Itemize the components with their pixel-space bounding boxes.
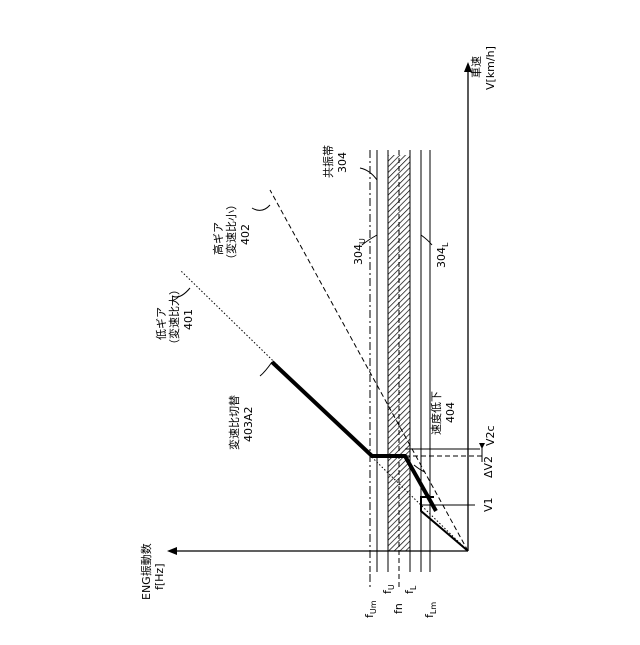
svg-text:fU: fU [381,584,396,594]
svg-text:fUm: fUm [363,600,378,618]
band-label-group: 共振帯 304 [321,145,349,178]
v1-label-group: V1 [482,497,495,512]
high-gear-ref: 402 [239,224,252,245]
high-gear-line [270,190,468,551]
high-gear-sub: （変速比小） [224,199,238,265]
svg-text:fn: fn [392,603,405,614]
frequency-axis-unit: f[Hz] [153,563,166,590]
band-label: 共振帯 [321,145,335,178]
leader-304 [360,168,377,180]
frequency-axis-label-group: ENG振動数 f[Hz] [139,543,166,600]
speed-axis-unit: V[km/h] [484,46,497,90]
freq-label-fUm: fUm [363,600,378,618]
freq-label-fn: fn [392,603,405,614]
low-gear-ref: 401 [182,309,195,330]
leader-402 [252,205,270,210]
switch-label: 変速比切替 [227,395,241,450]
dv2-label-group: ΔV2 [482,456,495,478]
svg-text:fLm: fLm [423,602,438,618]
band-lower-ref: 304 [435,247,448,268]
band-lower-label-group: 304L [435,242,450,268]
low-gear-sub: （変速比大） [167,284,181,350]
svg-text:304U: 304U [352,238,367,265]
high-gear-label-group: 高ギア （変速比小） 402 [211,199,252,265]
leader-403A2 [260,362,272,376]
band-upper-ref: 304 [352,244,365,265]
speed-axis-label-group: 車速 V[km/h] [469,46,497,90]
high-gear-label: 高ギア [211,222,225,255]
gear-switch-path [272,362,436,511]
speed-axis-label: 車速 [469,56,483,78]
v2c-label: V2c [484,425,497,446]
low-gear-label-group: 低ギア （変速比大） 401 [155,284,195,350]
band-ref: 304 [336,152,349,173]
freq-label-fL: fL [403,585,418,594]
speed-drop-label: 速度低下 [429,391,443,435]
v1-label: V1 [482,497,495,512]
band-lower-sub: L [441,242,450,247]
dv2-label: ΔV2 [482,456,495,478]
v2c-label-group: V2c [484,425,497,446]
speed-drop-ref: 404 [444,402,457,423]
svg-text:fL: fL [403,585,418,594]
switch-label-group: 変速比切替 403A2 [227,395,255,450]
speed-drop-label-group: 速度低下 404 [429,391,457,435]
freq-label-fU: fU [381,584,396,594]
frequency-axis-label: ENG振動数 [139,543,153,600]
band-upper-label-group: 304U [352,238,367,265]
low-gear-label: 低ギア [155,307,168,340]
svg-text:304L: 304L [435,242,450,268]
frequency-axis-arrow [167,547,177,555]
freq-label-fLm: fLm [423,602,438,618]
band-upper-sub: U [358,238,367,244]
switch-ref: 403A2 [242,406,255,442]
